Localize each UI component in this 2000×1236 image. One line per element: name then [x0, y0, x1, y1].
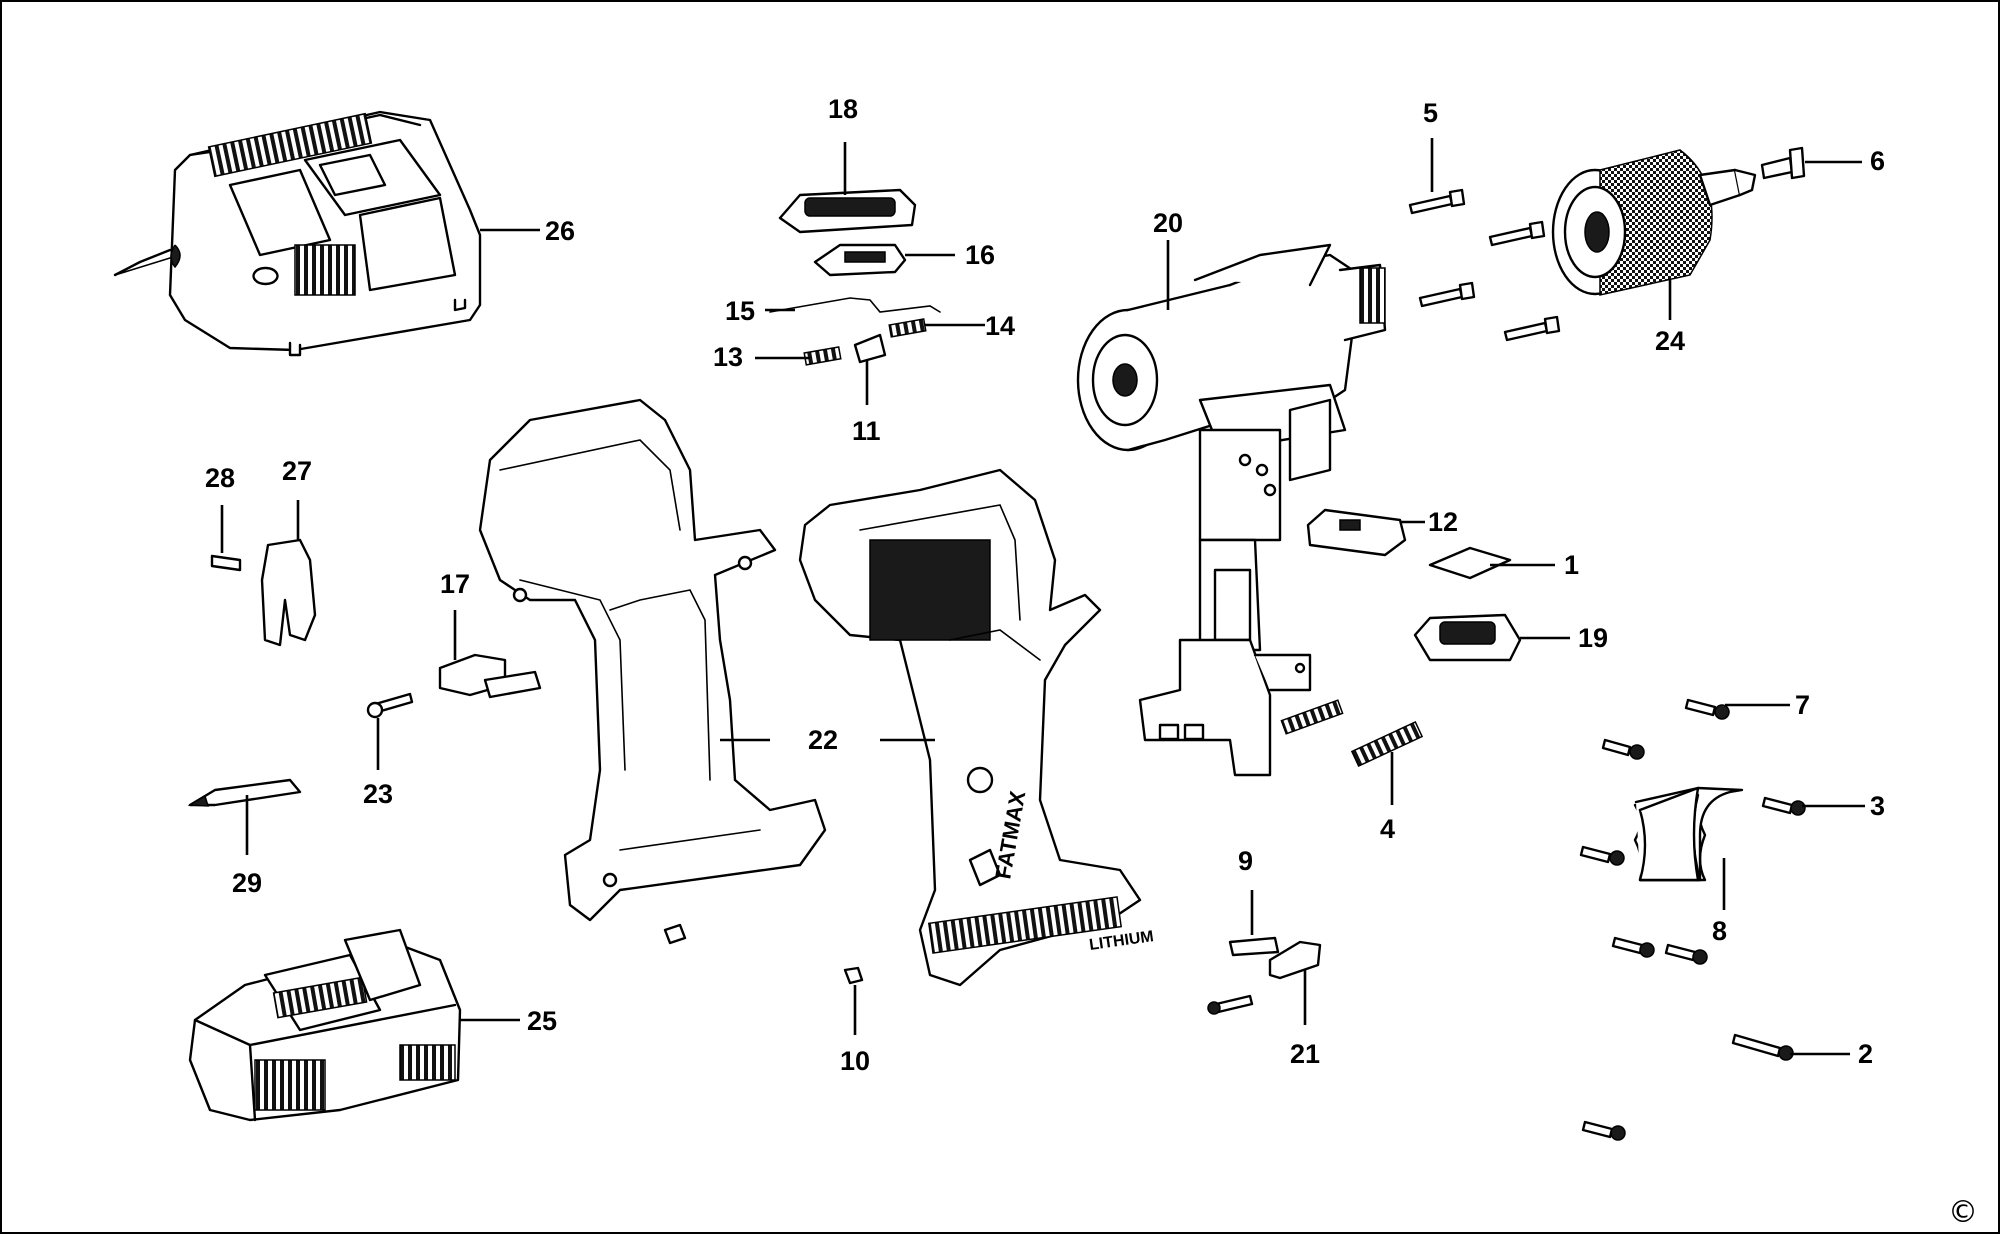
spring-4a-part: [1280, 699, 1344, 735]
callout-10: 10: [840, 1046, 870, 1076]
callout-20: 20: [1153, 208, 1183, 238]
callout-19: 19: [1578, 623, 1608, 653]
callout-9: 9: [1238, 846, 1253, 876]
housing-left-part: [478, 398, 827, 922]
direction-switch-part: [1306, 508, 1407, 557]
callout-12: 12: [1428, 507, 1458, 537]
callout-26: 26: [545, 216, 575, 246]
lamp-holder-part: [438, 653, 542, 699]
callout-13: 13: [713, 342, 743, 372]
wire-spring-part: [769, 297, 941, 313]
belt-clip-part: [260, 538, 317, 647]
lithium-label: LITHIUM: [1088, 928, 1155, 954]
terminal-block-part: [1207, 940, 1322, 1015]
callout-15: 15: [725, 296, 755, 326]
battery-latch-part: [1413, 613, 1522, 662]
screw-set-5: [1408, 188, 1561, 342]
callout-17: 17: [440, 569, 470, 599]
screw-23-part: [366, 692, 414, 719]
spring-4b-part: [1350, 720, 1424, 768]
bit-part: [187, 778, 302, 807]
nut-10-part: [843, 966, 864, 985]
spring-14-part: [888, 318, 927, 338]
callout-11: 11: [852, 416, 881, 446]
charger-part: [113, 110, 482, 357]
callout-23: 23: [363, 779, 393, 809]
callout-28: 28: [205, 463, 235, 493]
chuck-screw-part: [1760, 146, 1806, 180]
callout-2: 2: [1858, 1039, 1873, 1069]
label-part: [1428, 546, 1512, 580]
callout-1: 1: [1564, 550, 1579, 580]
callout-22: 22: [808, 725, 838, 755]
lever-part: [853, 333, 887, 364]
motor-gearbox-part: [1076, 243, 1387, 777]
callout-27: 27: [282, 456, 312, 486]
callout-3: 3: [1870, 791, 1885, 821]
switch-slider-part: [813, 243, 907, 277]
callout-21: 21: [1290, 1039, 1320, 1069]
copyright-mark: ©: [1948, 1195, 1978, 1230]
clip-screw-part: [210, 554, 242, 572]
callout-16: 16: [965, 240, 995, 270]
label-plate-outline: [1638, 786, 1700, 882]
nut-part: [663, 923, 687, 945]
callout-6: 6: [1870, 146, 1885, 176]
callout-18: 18: [828, 94, 858, 124]
battery-pack-part: [188, 928, 462, 1122]
callout-5: 5: [1423, 98, 1438, 128]
callout-29: 29: [232, 868, 262, 898]
callout-8: 8: [1712, 916, 1727, 946]
switch-cover-part: [778, 188, 917, 234]
callout-14: 14: [985, 311, 1015, 341]
callout-24: 24: [1655, 326, 1685, 356]
pad-9-part: [1228, 936, 1280, 957]
callout-4: 4: [1380, 814, 1395, 844]
callout-7: 7: [1795, 690, 1810, 720]
spring-13-part: [803, 346, 842, 366]
callout-25: 25: [527, 1006, 557, 1036]
screw-set-right: [1579, 698, 1806, 1141]
chuck-part: [1551, 149, 1757, 296]
housing-right-part: [798, 468, 1142, 987]
